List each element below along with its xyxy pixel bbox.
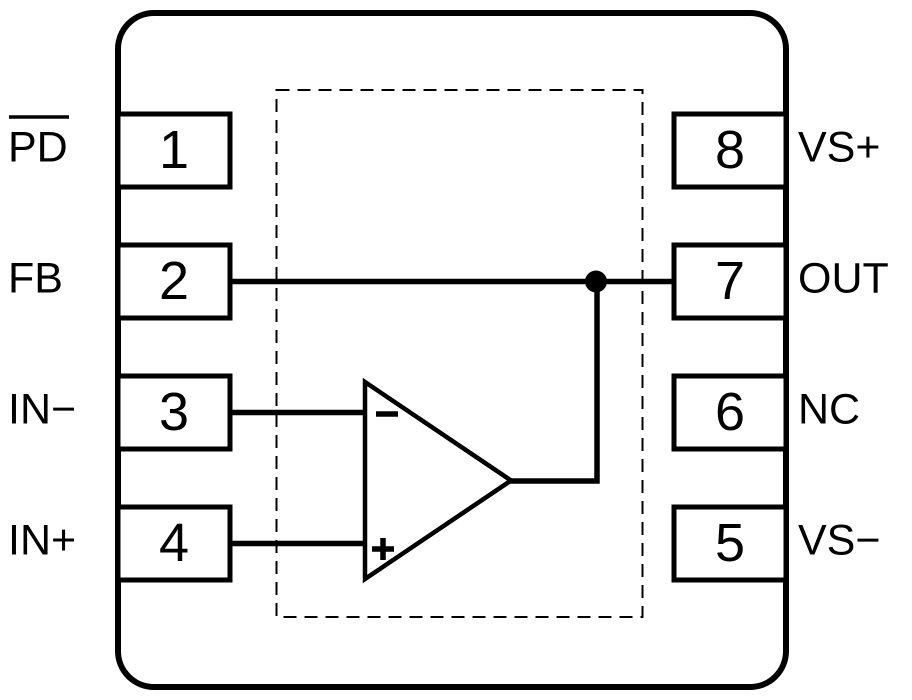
pin-box-3	[115, 373, 233, 452]
pin-label-pd: PD	[8, 124, 68, 172]
pin-label-nc: NC	[798, 386, 860, 434]
opamp-triangle	[362, 377, 516, 584]
pin-label-out: OUT	[798, 255, 889, 303]
pin-label-vs-plus: VS+	[798, 124, 880, 172]
pin-label-in-minus: IN−	[8, 386, 76, 434]
pin-label-vs-minus: VS−	[798, 517, 880, 565]
pin-box-7	[671, 242, 789, 321]
internal-dashed-boundary	[275, 89, 644, 618]
pin-number-1: 1	[159, 120, 189, 180]
package-outline	[115, 10, 789, 690]
pin-label-fb: FB	[8, 255, 63, 303]
pin-number-5: 5	[715, 513, 745, 573]
pin-box-6	[671, 373, 789, 452]
pin-number-4: 4	[159, 513, 189, 573]
pin-box-8	[671, 111, 789, 190]
pin-box-2	[115, 242, 233, 321]
pin-number-8: 8	[715, 120, 745, 180]
pin-number-7: 7	[715, 251, 745, 311]
pin-label-in-plus: IN+	[8, 517, 76, 565]
wire-opamp-output	[509, 281, 600, 484]
pin-number-2: 2	[159, 251, 189, 311]
pin-number-3: 3	[159, 382, 189, 442]
pin-box-1	[115, 111, 233, 190]
opamp-noninverting-input-mark	[372, 538, 394, 560]
pin-box-4	[115, 504, 233, 583]
pin-box-5	[671, 504, 789, 583]
pin-number-6: 6	[715, 382, 745, 442]
junction-dot	[585, 270, 607, 293]
